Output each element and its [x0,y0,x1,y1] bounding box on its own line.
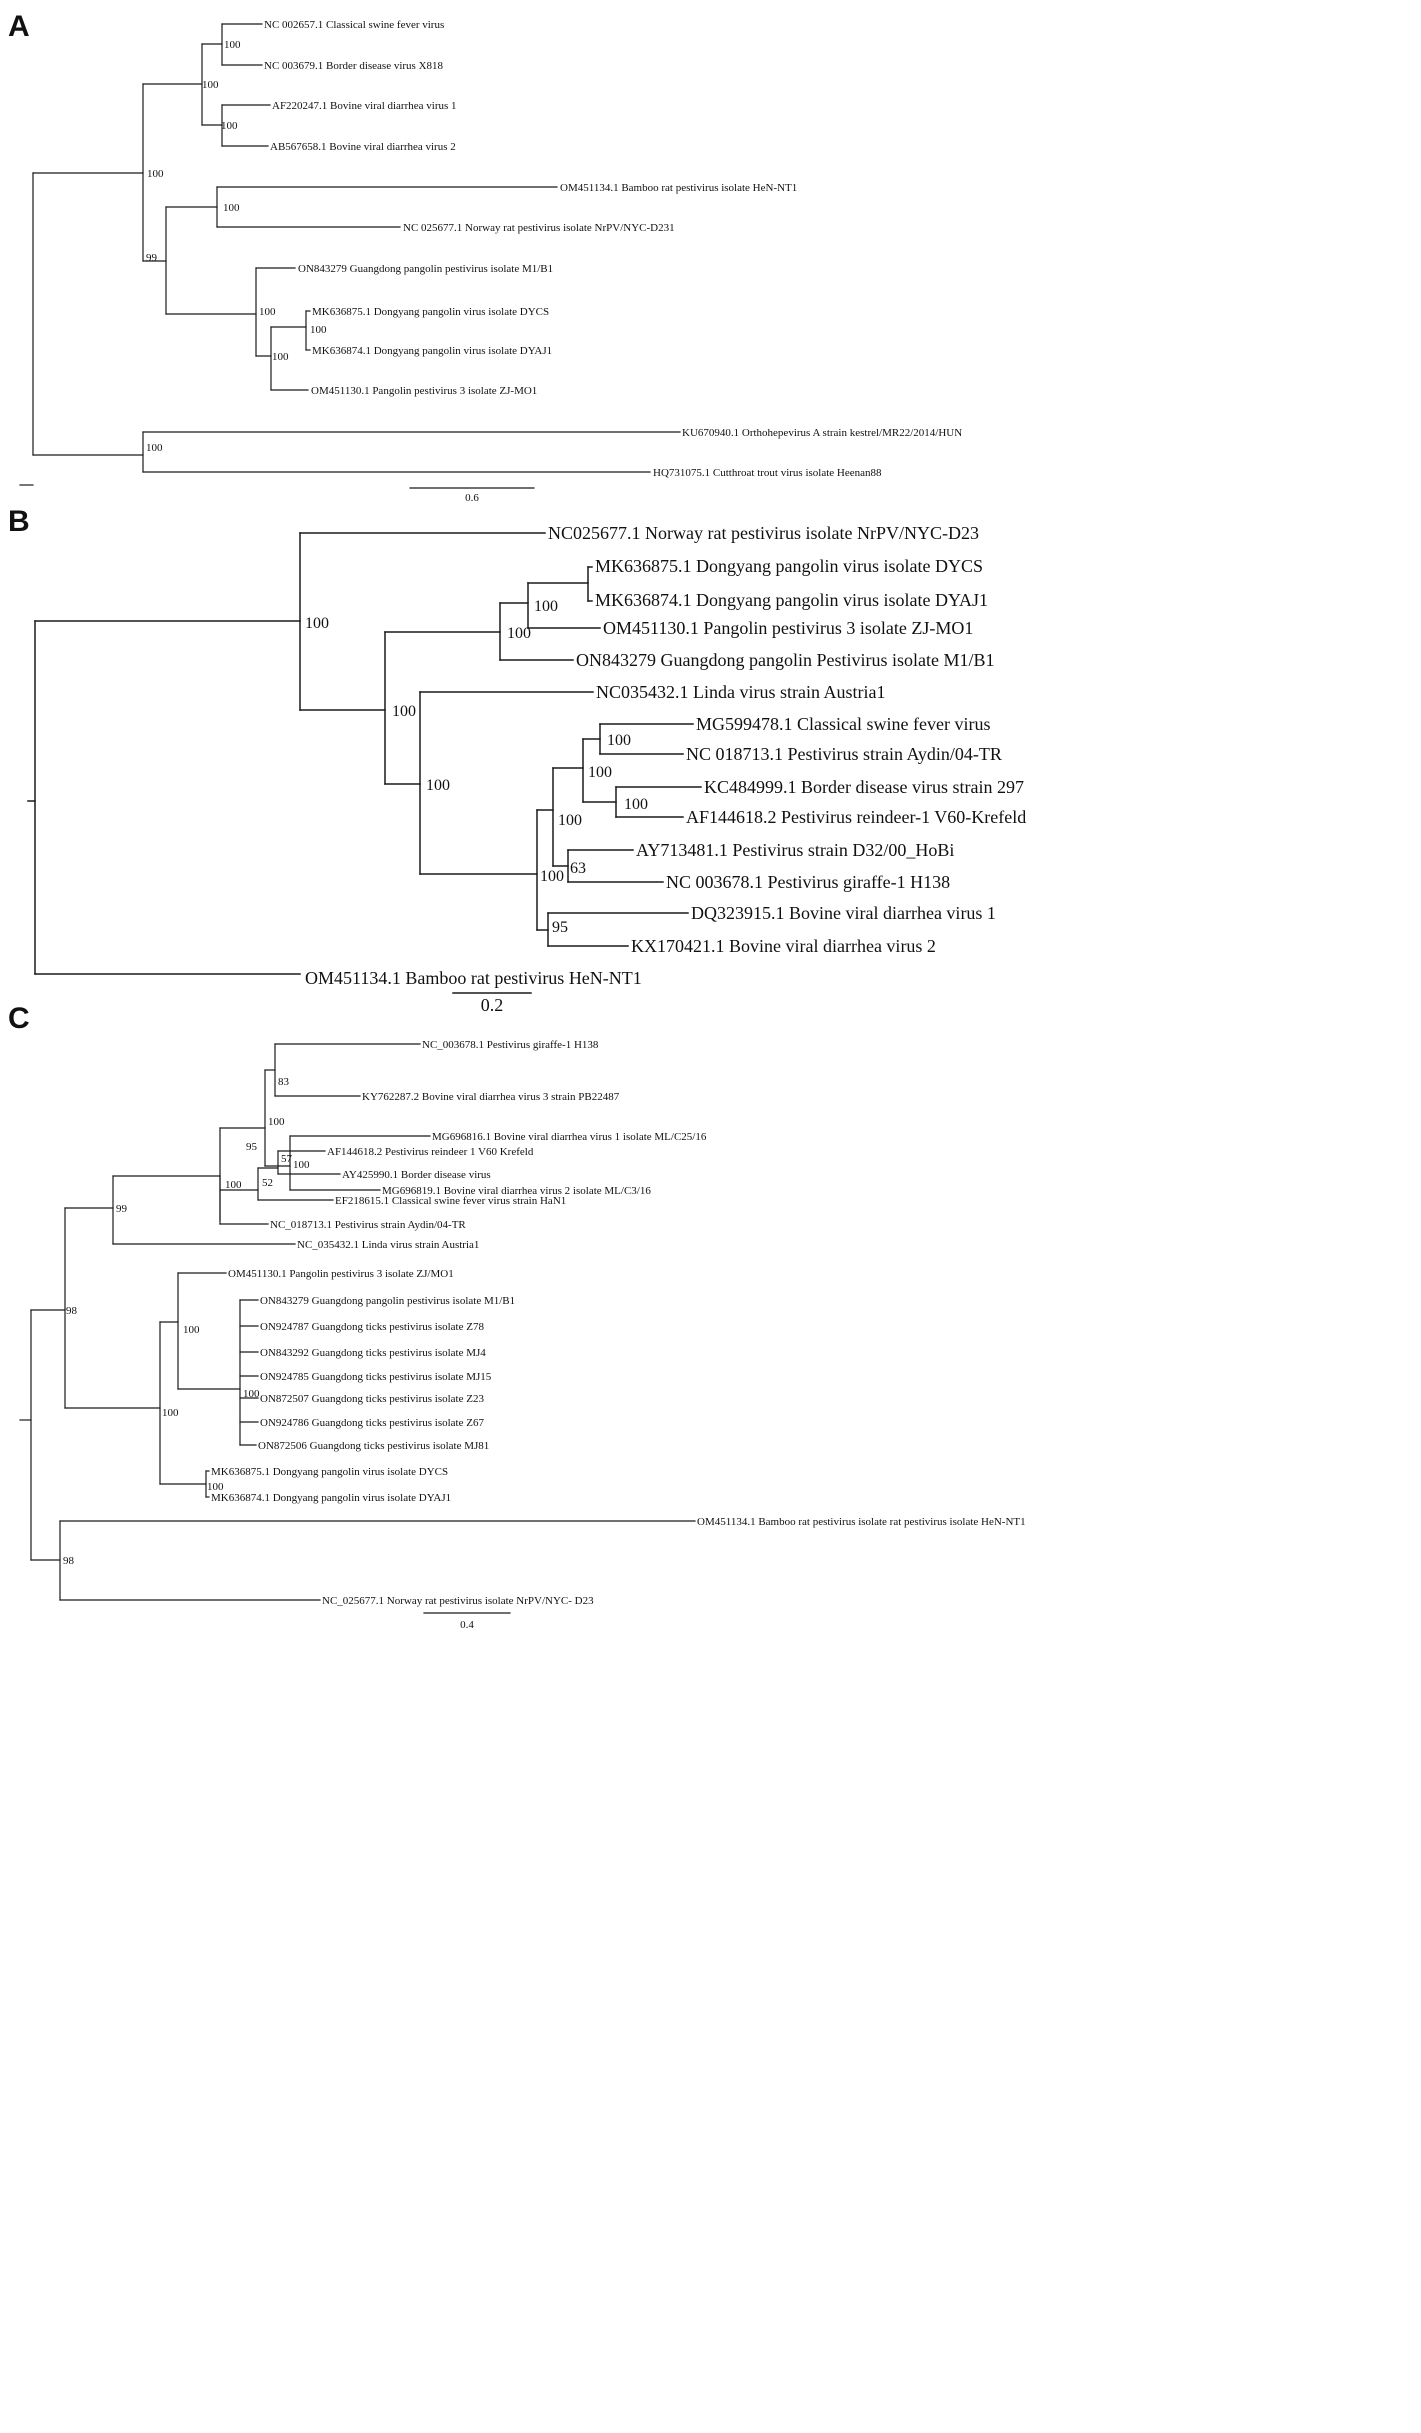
taxon-label-bvdv1: DQ323915.1 Bovine viral diarrhea virus 1 [691,903,996,923]
taxon-label-dyaj: MK636874.1 Dongyang pangolin virus isola… [595,590,988,610]
bootstrap-value: 99 [146,252,158,264]
taxon-label-csfv: NC 002657.1 Classical swine fever virus [264,19,444,31]
bootstrap-value: 100 [224,39,241,51]
bootstrap-value: 57 [281,1153,293,1165]
taxon-label-p3: OM451130.1 Pangolin pestivirus 3 isolate… [311,385,537,397]
taxon-label-csfv: EF218615.1 Classical swine fever virus s… [335,1195,566,1207]
taxon-label-z78: ON924787 Guangdong ticks pestivirus isol… [260,1321,484,1333]
taxon-label-dyaj: MK636874.1 Dongyang pangolin virus isola… [211,1492,451,1504]
bootstrap-value: 100 [392,703,416,720]
bootstrap-value: 100 [607,732,631,749]
taxon-label-aydin: NC 018713.1 Pestivirus strain Aydin/04-T… [686,744,1002,764]
panel-letter: A [8,10,30,43]
bootstrap-value: 100 [268,1116,285,1128]
bootstrap-value: 100 [207,1481,224,1493]
bootstrap-value: 100 [310,324,327,336]
scale-bar-label: 0.2 [481,995,504,1015]
bootstrap-value: 100 [540,868,564,885]
taxon-label-gd: ON843279 Guangdong pangolin Pestivirus i… [576,650,994,670]
taxon-label-dycs: MK636875.1 Dongyang pangolin virus isola… [595,556,983,576]
bootstrap-value: 100 [272,351,289,363]
taxon-label-mj81: ON872506 Guangdong ticks pestivirus isol… [258,1440,489,1452]
panel-b: B NC025677.1 Norway rat pestivirus isolat… [8,505,1026,1015]
panel-letter: C [8,1002,30,1035]
bootstrap-value: 100 [426,777,450,794]
taxon-label-bvdv3: KY762287.2 Bovine viral diarrhea virus 3… [362,1091,620,1103]
taxon-label-bvdv2: KX170421.1 Bovine viral diarrhea virus 2 [631,936,936,956]
bootstrap-value: 100 [147,168,164,180]
bootstrap-value: 100 [146,442,163,454]
taxon-label-gd: ON843279 Guangdong pangolin pestivirus i… [298,263,553,275]
taxon-label-linda: NC_035432.1 Linda virus strain Austria1 [297,1239,479,1251]
taxon-label-bvdv2: AB567658.1 Bovine viral diarrhea virus 2 [270,141,456,153]
bootstrap-value: 100 [558,812,582,829]
bootstrap-value: 63 [570,860,586,877]
bootstrap-value: 100 [305,615,329,632]
taxon-label-p3: OM451130.1 Pangolin pestivirus 3 isolate… [228,1268,454,1280]
panel-a: A NC 002657.1 Classical swine fever virus… [8,10,962,504]
taxon-label-norway: NC_025677.1 Norway rat pestivirus isolat… [322,1595,594,1607]
taxon-label-reindeer: AF144618.2 Pestivirus reindeer 1 V60 Kre… [327,1146,534,1158]
bootstrap-value: 100 [202,79,219,91]
taxon-label-z67: ON924786 Guangdong ticks pestivirus isol… [260,1417,484,1429]
bootstrap-value: 98 [66,1305,78,1317]
taxon-label-csfv: MG599478.1 Classical swine fever virus [696,714,990,734]
taxon-label-bdv: KC484999.1 Border disease virus strain 2… [704,777,1024,797]
taxon-label-hobi: AY713481.1 Pestivirus strain D32/00_HoBi [636,840,954,860]
bootstrap-value: 100 [223,202,240,214]
taxon-label-dyaj: MK636874.1 Dongyang pangolin virus isola… [312,345,552,357]
taxon-label-dycs: MK636875.1 Dongyang pangolin virus isola… [312,306,549,318]
bootstrap-value: 100 [221,120,238,132]
bootstrap-value: 100 [588,764,612,781]
taxon-label-mj15: ON924785 Guangdong ticks pestivirus isol… [260,1371,492,1383]
taxon-label-p3: OM451130.1 Pangolin pestivirus 3 isolate… [603,618,973,638]
taxon-label-norway: NC025677.1 Norway rat pestivirus isolate… [548,523,979,543]
taxon-label-aydin: NC_018713.1 Pestivirus strain Aydin/04-T… [270,1219,466,1231]
taxon-label-z23: ON872507 Guangdong ticks pestivirus isol… [260,1393,484,1405]
taxon-label-mj4: ON843292 Guangdong ticks pestivirus isol… [260,1347,486,1359]
bootstrap-value: 98 [63,1555,75,1567]
bootstrap-value: 99 [116,1203,128,1215]
bootstrap-value: 100 [225,1179,242,1191]
taxon-label-linda: NC035432.1 Linda virus strain Austria1 [596,682,885,702]
taxon-label-giraffe: NC 003678.1 Pestivirus giraffe-1 H138 [666,872,950,892]
scale-bar-label: 0.6 [465,492,479,504]
scale-bar-label: 0.4 [460,1619,474,1631]
taxon-label-bdv: AY425990.1 Border disease virus [342,1169,491,1181]
taxon-label-dycs: MK636875.1 Dongyang pangolin virus isola… [211,1466,448,1478]
bootstrap-value: 95 [246,1141,258,1153]
taxon-label-norway: NC 025677.1 Norway rat pestivirus isolat… [403,222,675,234]
taxon-label-bvdv1: MG696816.1 Bovine viral diarrhea virus 1… [432,1131,707,1143]
bootstrap-value: 100 [259,306,276,318]
bootstrap-value: 52 [262,1177,273,1189]
bootstrap-value: 100 [162,1407,179,1419]
panel-letter: B [8,505,30,538]
taxon-label-bvdv2: MG696819.1 Bovine viral diarrhea virus 2… [382,1185,651,1197]
taxon-label-reindeer: AF144618.2 Pestivirus reindeer-1 V60-Kre… [686,807,1026,827]
taxon-label-bamboo: OM451134.1 Bamboo rat pestivirus isolate… [697,1516,1026,1528]
bootstrap-value: 100 [534,598,558,615]
bootstrap-value: 100 [293,1159,310,1171]
bootstrap-value: 100 [243,1388,260,1400]
bootstrap-value: 100 [183,1324,200,1336]
taxon-label-kestrel: KU670940.1 Orthohepevirus A strain kestr… [682,427,962,439]
bootstrap-value: 83 [278,1076,290,1088]
taxon-label-gd: ON843279 Guangdong pangolin pestivirus i… [260,1295,515,1307]
taxon-label-bvdv1: AF220247.1 Bovine viral diarrhea virus 1 [272,100,457,112]
taxon-label-bamboo: OM451134.1 Bamboo rat pestivirus HeN-NT1 [305,968,642,988]
bootstrap-value: 95 [552,919,568,936]
panel-c: C NC_003678.1 Pestivirus giraffe-1 H138KY… [8,1002,1026,1631]
bootstrap-value: 100 [624,796,648,813]
bootstrap-value: 100 [507,625,531,642]
taxon-label-trout: HQ731075.1 Cutthroat trout virus isolate… [653,467,882,479]
taxon-label-bdv: NC 003679.1 Border disease virus X818 [264,60,444,72]
taxon-label-giraffe: NC_003678.1 Pestivirus giraffe-1 H138 [422,1039,599,1051]
taxon-label-bamboo: OM451134.1 Bamboo rat pestivirus isolate… [560,182,797,194]
